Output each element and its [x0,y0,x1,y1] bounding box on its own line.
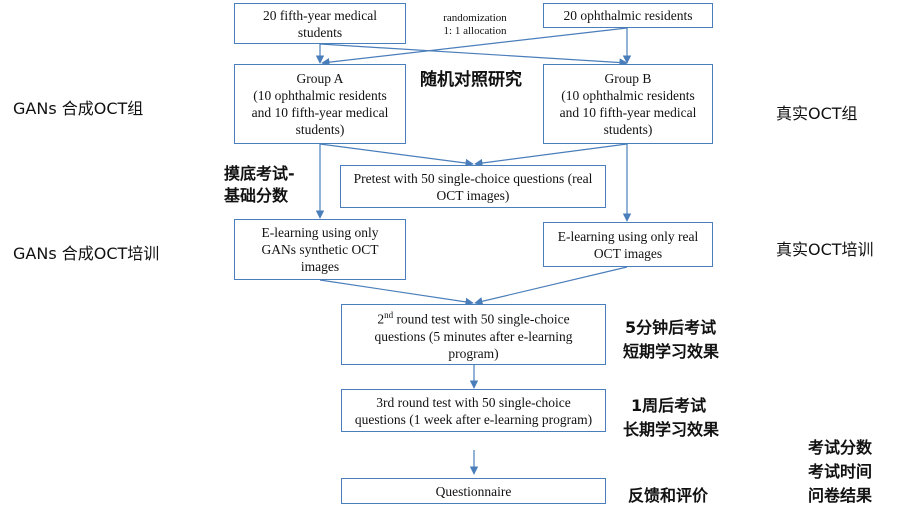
arrow-residents-to-group-a [321,27,628,67]
note-real-training: 真实OCT培训 [776,240,874,259]
arrow-group-b-to-pretest [474,143,628,168]
arrow-group-a-to-pretest [319,143,474,168]
note-outcomes: 考试分数 考试时间 问卷结果 [808,438,873,505]
note-gan-group: GANs 合成OCT组 [13,99,144,118]
note-rct: 随机对照研究 [420,70,522,90]
box-residents: 20 ophthalmic residents [543,3,713,28]
note-gan-training: GANs 合成OCT培训 [13,244,160,263]
arrow-students-to-group-b [319,43,628,67]
randomization-label: randomization 1: 1 allocation [443,12,507,37]
box-questionnaire: Questionnaire [341,478,606,504]
note-short-term: 5分钟后考试 短期学习效果 [623,318,720,361]
note-feedback: 反馈和评价 [628,486,709,505]
note-baseline: 摸底考试- 基础分数 [224,164,295,205]
box-round2-test: 2nd round test with 50 single-choice que… [341,304,606,365]
note-long-term: 1周后考试 长期学习效果 [623,396,720,439]
box-pretest: Pretest with 50 single-choice questions … [340,165,606,208]
arrow-real-elearning-to-round2 [474,266,628,306]
note-real-group: 真实OCT组 [776,104,858,123]
arrow-gan-elearning-to-round2 [319,279,474,307]
